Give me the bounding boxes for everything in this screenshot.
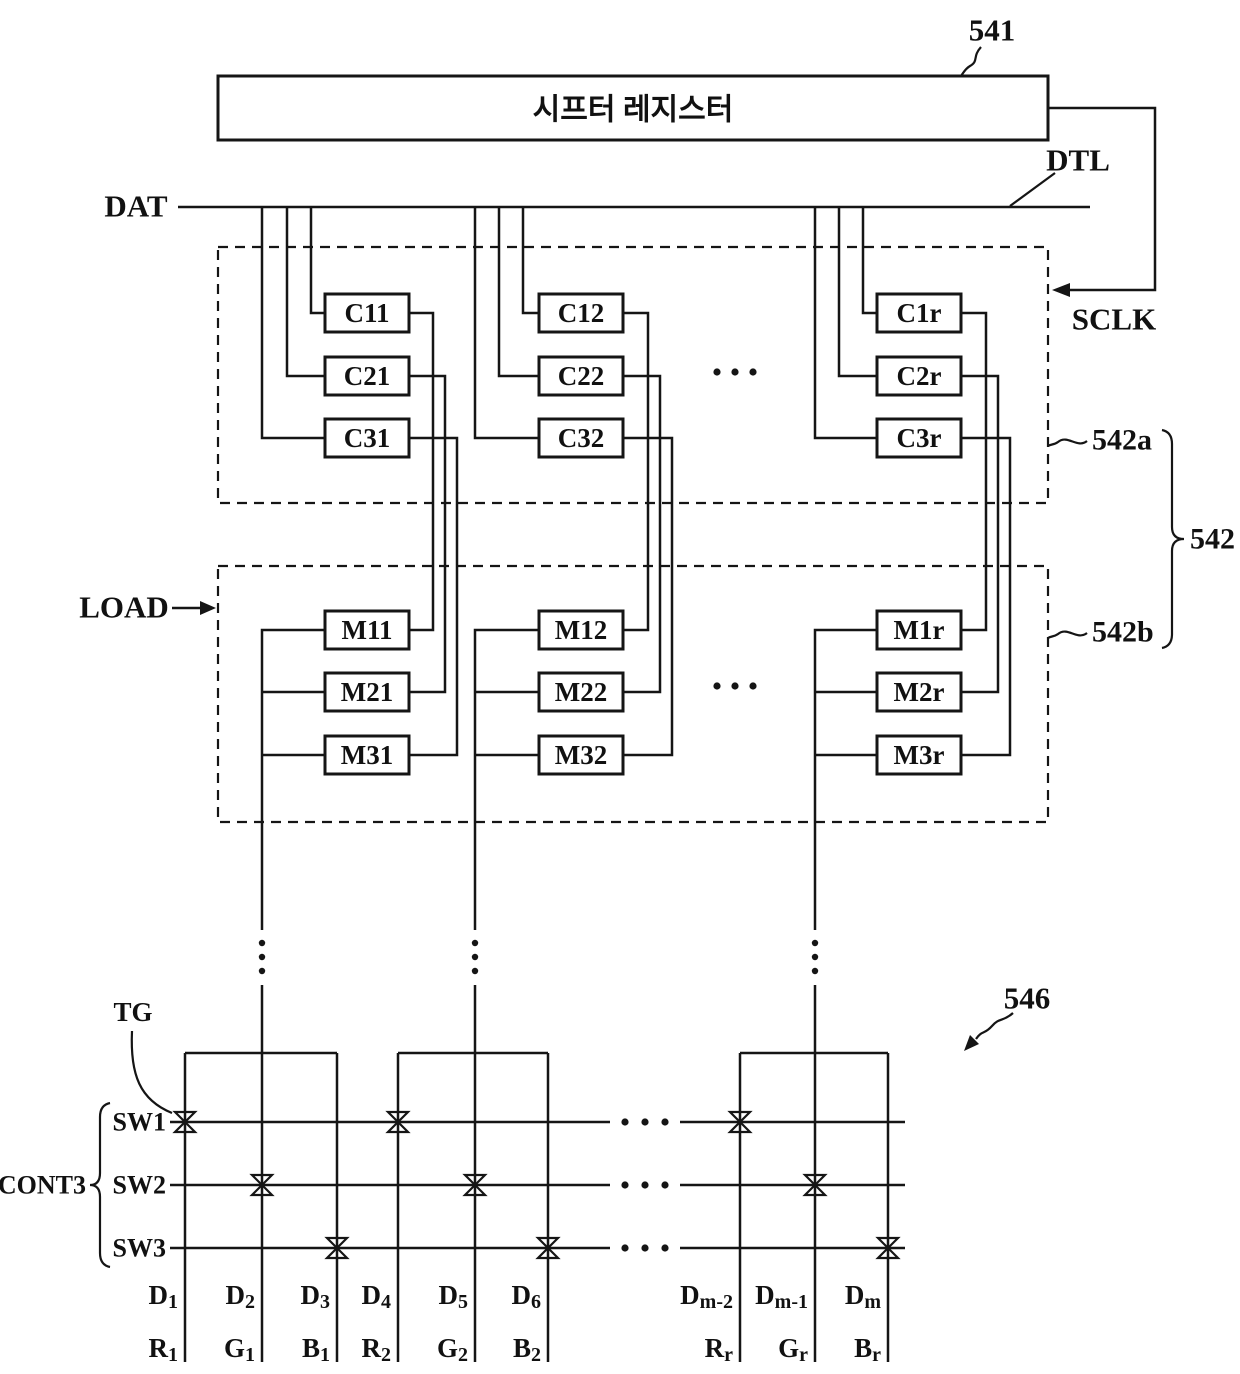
latch-box: M12 [537,609,625,651]
sw3-label: SW3 [113,1234,166,1263]
svg-text:C3r: C3r [897,423,942,453]
svg-text:R2: R2 [362,1333,392,1366]
ref-542a-leader-line [1047,438,1088,447]
sclk-route [1048,106,1157,292]
latch-box: M22 [537,671,625,713]
svg-text:C22: C22 [558,361,605,391]
svg-text:Br: Br [854,1333,881,1366]
dtl-leader-line [1009,172,1056,207]
ref-542: 542 [1190,523,1235,556]
sw1-label: SW1 [113,1108,166,1137]
load-label: LOAD [79,590,169,625]
svg-text:C12: C12 [558,298,605,328]
svg-text:M1r: M1r [894,615,945,645]
c-latch-boxes: C11 C21 C31 C12 C22 C32 C1r C2r C3r [323,292,963,459]
latch-box: C2r [875,355,963,397]
svg-text:G2: G2 [437,1333,468,1366]
latch-box: C11 [323,292,411,334]
svg-text:B1: B1 [302,1333,330,1366]
svg-text:M32: M32 [555,740,607,770]
svg-text:Gr: Gr [778,1333,808,1366]
ref-542b-leader-line [1047,630,1088,639]
svg-text:D5: D5 [439,1280,469,1313]
svg-text:M3r: M3r [894,740,945,770]
latch-box: M3r [875,734,963,776]
svg-text:M11: M11 [342,615,393,645]
svg-text:C21: C21 [344,361,391,391]
svg-text:M22: M22 [555,677,607,707]
m-latch-boxes: M11 M21 M31 M12 M22 M32 M1r M2r M3r [323,609,963,776]
svg-text:Dm-2: Dm-2 [680,1280,733,1313]
dtl-label: DTL [1046,143,1110,178]
latch-box: M21 [323,671,411,713]
tg-switch-icon [172,1110,901,1260]
holding-latch-group-542b [216,564,1050,824]
ref-541-leader-line [960,46,982,77]
latch-box: C1r [875,292,963,334]
svg-text:C1r: C1r [897,298,942,328]
latch-box: M11 [323,609,411,651]
latch-box: M1r [875,609,963,651]
tg-leader-line [130,1030,173,1115]
svg-text:D4: D4 [362,1280,392,1313]
latch-box: C12 [537,292,625,334]
dat-label: DAT [104,189,167,224]
tg-label: TG [113,997,152,1027]
svg-text:M12: M12 [555,615,607,645]
svg-text:C32: C32 [558,423,605,453]
ref-546: 546 [1004,981,1051,1016]
ref-542a: 542a [1092,424,1152,457]
shift-register-box [216,74,1050,142]
shift-register-label: 시프터 레지스터 [533,94,734,127]
latch-box: C3r [875,417,963,459]
svg-text:Dm: Dm [845,1280,882,1313]
svg-text:Rr: Rr [705,1333,734,1366]
svg-text:C11: C11 [344,298,389,328]
svg-text:Dm-1: Dm-1 [755,1280,808,1313]
data-line-labels: D1 D2 D3 D4 D5 D6 Dm-2 Dm-1 Dm [149,1280,882,1313]
svg-text:D2: D2 [226,1280,256,1313]
svg-text:C31: C31 [344,423,391,453]
sw2-label: SW2 [113,1171,166,1200]
svg-text:M21: M21 [341,677,393,707]
sclk-label: SCLK [1072,302,1156,337]
rgb-line-labels: R1 G1 B1 R2 G2 B2 Rr Gr Br [149,1333,882,1366]
latch-box: M32 [537,734,625,776]
demux-wiring [183,1051,890,1362]
brace-542 [1161,428,1185,650]
cont3-label: CONT3 [0,1171,86,1200]
ellipsis-dots [258,368,819,1252]
switch-control-lines [170,1120,905,1250]
latch-box: M2r [875,671,963,713]
brace-cont3 [89,1101,111,1269]
ref-546-arrowhead-icon [964,1035,979,1051]
latch-box: C32 [537,417,625,459]
svg-text:R1: R1 [149,1333,179,1366]
svg-text:M2r: M2r [894,677,945,707]
load-arrowhead-icon [200,601,216,615]
ref-546-leader-line [975,1012,1014,1040]
svg-text:G1: G1 [224,1333,255,1366]
svg-text:D6: D6 [512,1280,542,1313]
latch-box: C31 [323,417,411,459]
latch-box: M31 [323,734,411,776]
ref-542b: 542b [1092,616,1154,649]
ref-541: 541 [969,13,1016,48]
svg-text:D3: D3 [301,1280,331,1313]
svg-text:D1: D1 [149,1280,179,1313]
latch-wiring [260,207,1012,1053]
svg-text:M31: M31 [341,740,393,770]
svg-text:B2: B2 [513,1333,541,1366]
sampling-latch-group-542a [216,245,1050,505]
svg-text:C2r: C2r [897,361,942,391]
latch-box: C21 [323,355,411,397]
latch-box: C22 [537,355,625,397]
sclk-arrowhead-icon [1052,283,1070,297]
